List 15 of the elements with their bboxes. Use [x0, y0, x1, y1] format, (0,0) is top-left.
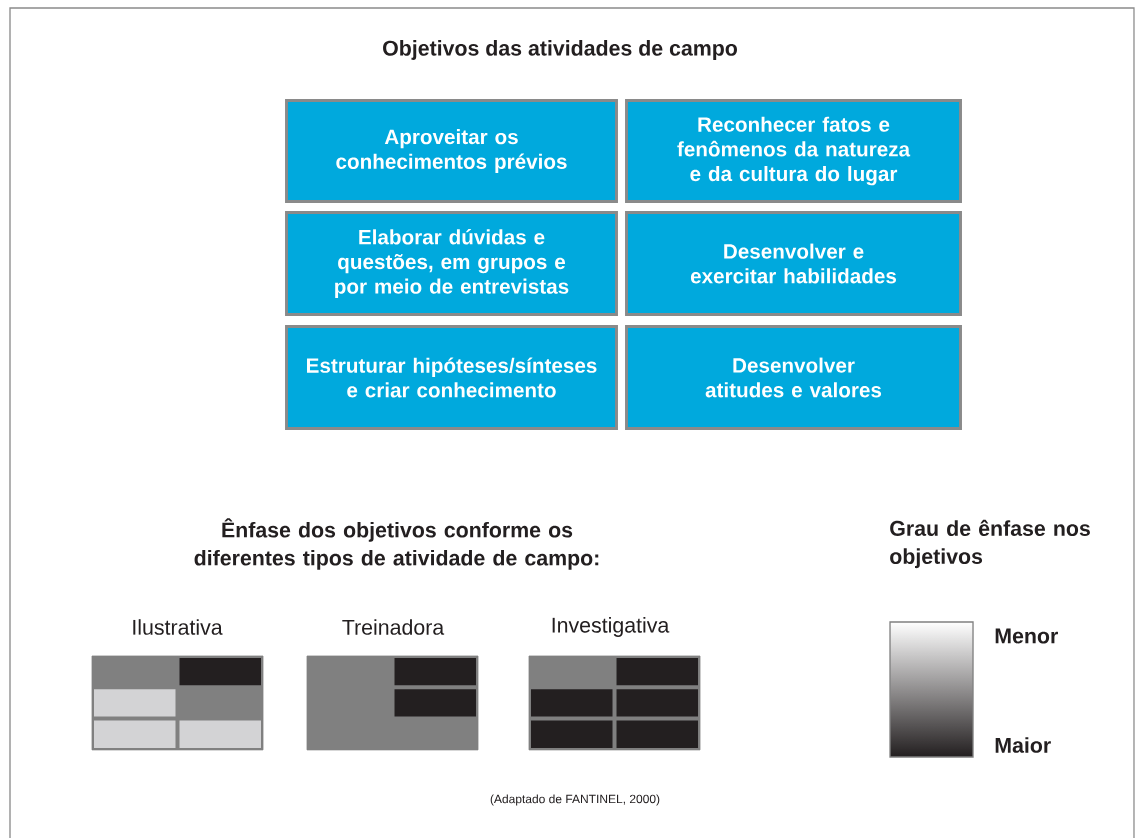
section-heading: Ênfase dos objetivos conforme os diferentes tipos de atividade de campo:: [194, 518, 599, 570]
column-heading: Ilustrativa: [133, 619, 223, 635]
legend-heading: Grau de ênfase nos objetivos: [890, 519, 1090, 569]
source-note: (Adaptado de FANTINEL, 2000): [490, 794, 660, 806]
column-heading: Treinadora: [342, 619, 445, 635]
objective-box: Aproveitar os conhecimentos prévios: [285, 99, 618, 203]
objective-box: Desenvolver atitudes e valores: [625, 325, 962, 430]
objective-box: Estruturar hipóteses/sínteses e criar conhecimento: [285, 325, 618, 430]
scale-label: Menor: [995, 628, 1058, 644]
objective-box: Elaborar dúvidas e questões, em grupos e por meio de entrevistas: [285, 211, 618, 316]
objective-box: Desenvolver e exercitar habilidades: [625, 211, 962, 316]
title: Objetivos das atividades de campo: [383, 40, 737, 60]
column-heading: Investigativa: [552, 617, 670, 637]
scale-label: Maior: [995, 737, 1051, 753]
objective-box: Reconhecer fatos e fenômenos da natureza e da cultura do lugar: [625, 99, 962, 203]
